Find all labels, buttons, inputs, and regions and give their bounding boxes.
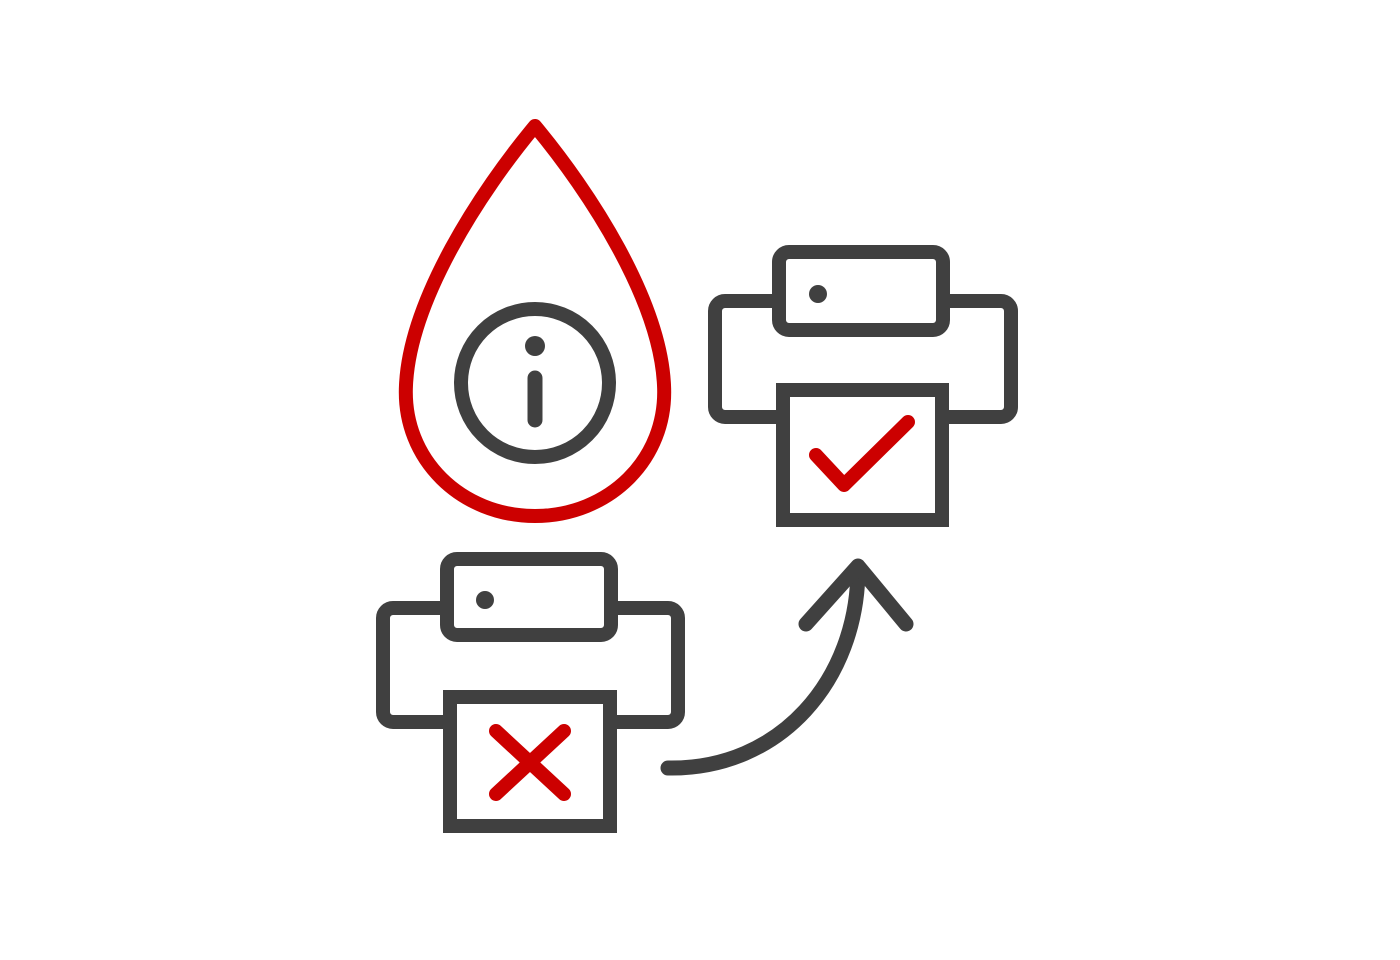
check-icon — [809, 415, 915, 492]
info-circle-icon — [454, 302, 616, 464]
x-mark-icon — [489, 724, 571, 801]
printer-led — [476, 591, 494, 609]
curved-arrow-icon — [660, 558, 914, 776]
info-dot — [525, 336, 545, 356]
printer-success-icon — [708, 245, 1018, 527]
printer-paper-tray — [772, 245, 950, 337]
printer-error-icon — [376, 552, 685, 833]
printer-paper-tray — [440, 552, 618, 642]
printer-output-page — [776, 383, 949, 527]
ink-drop-info-icon — [398, 119, 672, 523]
printer-led — [809, 285, 827, 303]
ink-drop-icon — [398, 119, 672, 523]
